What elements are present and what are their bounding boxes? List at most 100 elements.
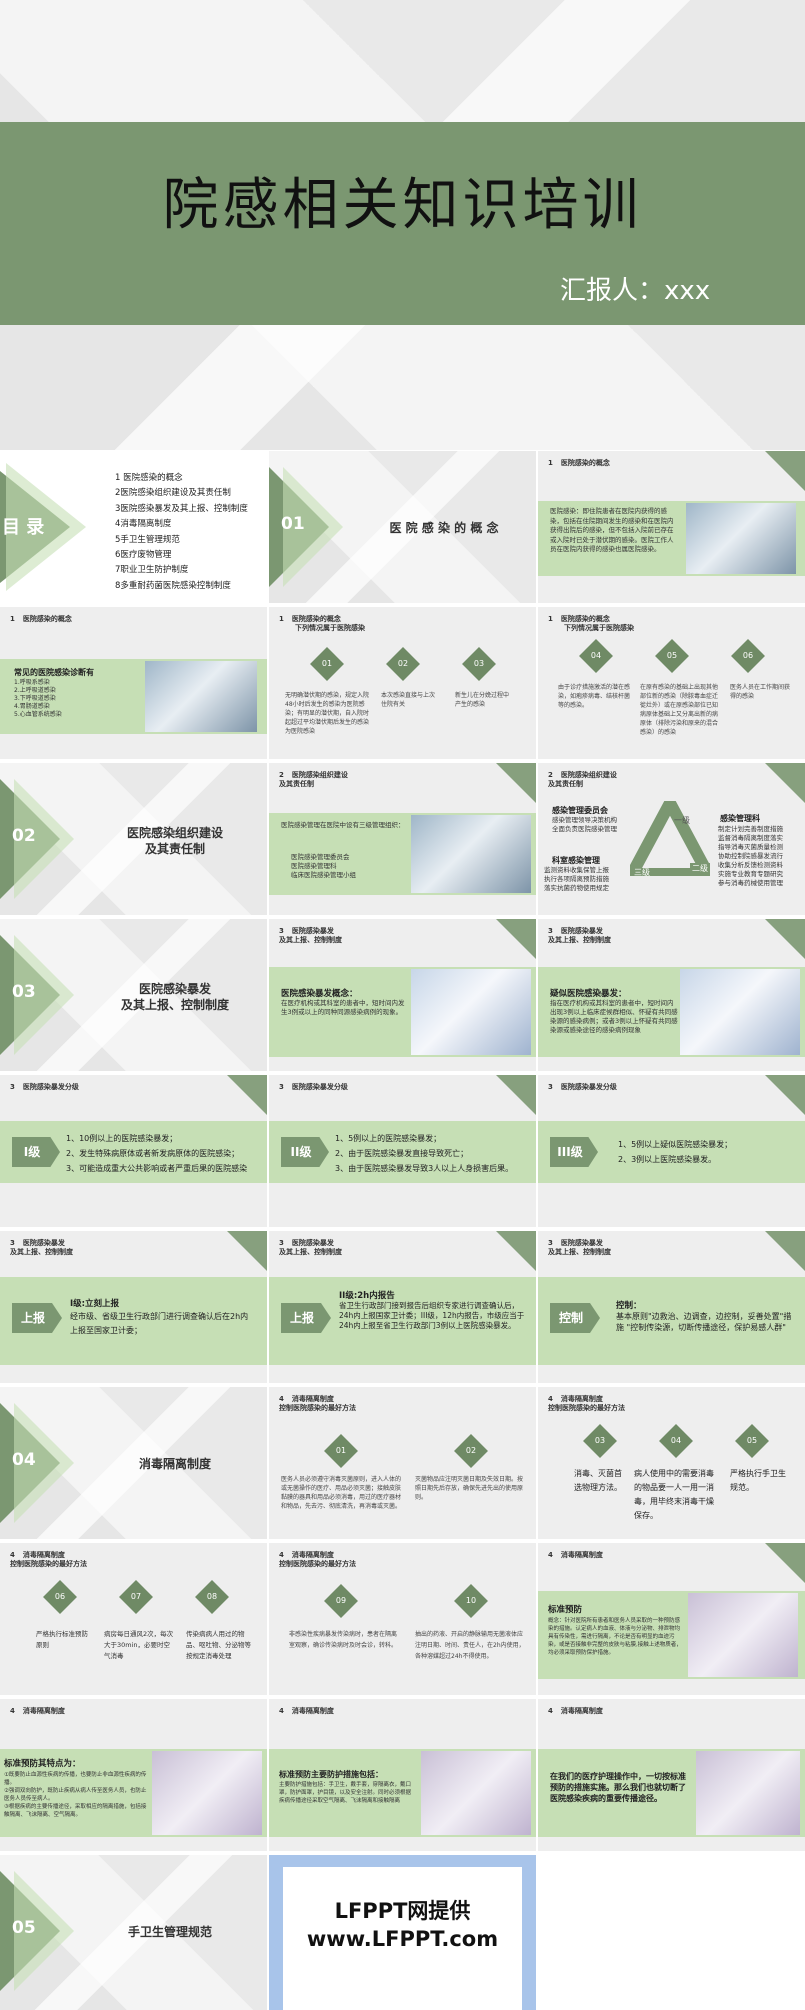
corner-decoration (496, 1075, 536, 1115)
promo-inner (283, 1867, 522, 2010)
level-item: 3、由于医院感染暴发导致3人以上人身损害后果。 (335, 1164, 514, 1173)
level-label: 三级 (634, 868, 650, 877)
toc-item[interactable]: 3医院感染暴发及其上报、控制制度 (115, 503, 248, 514)
isolation-text: 灭菌物品应注明灭菌日期及失效日期。按照日期先后存放，确保先进先出的使用原则。 (415, 1476, 524, 1501)
section-number: 03 (12, 982, 36, 1002)
belong-text: 在原有感染的基础上出现其他部位新的感染（除脓毒血症迁徙灶外）或在原感染部位已知病… (640, 684, 719, 736)
isolation-text: 非感染性疾病暴发传染病时，患者在隔离室观察，确诊传染病时及时会诊，转科。 (289, 1631, 398, 1649)
section-number: 05 (12, 1918, 36, 1938)
level-item: 2、由于医院感染暴发直接导致死亡； (335, 1149, 469, 1158)
std-title: 标准预防其特点为： (4, 1759, 81, 1769)
isolation-text: 传染病病人用过的物品、呕吐物、分泌物等按规定消毒处理 (186, 1630, 251, 1660)
list-item: 2.上呼吸道感染 (14, 687, 56, 694)
toc-item[interactable]: 8多重耐药菌医院感染控制制度 (115, 580, 231, 591)
list-item: 4.胃肠道感染 (14, 703, 50, 710)
section-arrow-light (14, 779, 74, 899)
toc-item[interactable]: 2医院感染组织建设及其责任制 (115, 488, 231, 499)
isolation-text: 抽出的药液、开启的静脉输用无菌液体应注明日期、时间、责任人，在2h内使用，各种溶… (415, 1631, 525, 1660)
report-text: 省卫生行政部门接到报告后组织专家进行调查确认后，24h内上报国家卫计委；III级… (339, 1301, 525, 1330)
corner-decoration (765, 1543, 805, 1583)
protective-suit-photo (152, 1751, 262, 1835)
toc-item[interactable]: 6医疗废物管理 (115, 550, 172, 561)
protective-suit-photo (696, 1751, 800, 1835)
doctor-xray-photo (145, 661, 257, 732)
diamond-number: 06 (742, 651, 754, 660)
report-text: 经市级、省级卫生行政部门进行调查确认后在2h内上报至国家卫计委； (70, 1312, 249, 1335)
common-title: 常见的医院感染诊断有 (14, 668, 94, 677)
section-number: 04 (12, 1450, 36, 1470)
section-arrow-light (283, 467, 343, 587)
corner-decoration (765, 1075, 805, 1115)
toc-slide: 目 录 1 医院感染的概念 2医院感染组织建设及其责任制 3医院感染暴发及其上报… (0, 451, 267, 603)
level-label: 一级 (674, 816, 690, 825)
belong-text: 医务人员在工作期间获得的感染 (730, 684, 791, 700)
isolation-text: 消毒、灭菌首选物理方法。 (574, 1469, 622, 1492)
control-text: 基本原则"边救治、边调查，边控制，妥善处置"措施 "控制传染源，切断传播途径，保… (616, 1312, 792, 1332)
corner-decoration (765, 919, 805, 959)
org-office-text: 制定计划完善制度措施 监督消毒隔离制度落实 指导消毒灭菌质量检测 协助控制院感暴… (718, 825, 783, 887)
level-item: 1、5例以上疑似医院感染暴发； (618, 1140, 733, 1149)
section-title: 医院感染组织建设 及其责任制 (126, 826, 223, 856)
concept-text: 医院感染：即住院患者在医院内获得的感染，包括在住院期间发生的感染和在医院内获得出… (550, 507, 674, 553)
toc-item[interactable]: 7职业卫生防护制度 (115, 565, 189, 576)
cover-band (0, 122, 805, 325)
section-title: 医院感染暴发 及其上报、控制制度 (120, 982, 229, 1012)
std-text: ①既要防止血源性疾病的传播，也要防止非血源性疾病的传播。 ②强调双向防护，既防止… (4, 1772, 147, 1818)
cover-slide: 院感相关知识培训 汇报人：xxx (0, 0, 805, 450)
toc-item[interactable]: 4消毒隔离制度 (115, 519, 172, 530)
toc-item[interactable]: 1 医院感染的概念 (115, 473, 183, 483)
level-label: 二级 (690, 863, 710, 874)
lab-scientist-photo (680, 969, 800, 1055)
level-items: 1、5例以上疑似医院感染暴发； 2、3例以上医院感染暴发。 (618, 1137, 732, 1167)
level-items: 1、10例以上的医院感染暴发； 2、发生特殊病原体或者新发病原体的医院感染； 3… (66, 1131, 247, 1176)
std-text: 概念：针对医院所有患者和医务人员采取的一种预防感染的措施。认定病人的血液、体液与… (548, 1618, 682, 1656)
section-title: 医 院 感 染 的 概 念 (389, 521, 499, 535)
diamond-number: 02 (465, 1446, 477, 1455)
suspect-text: 指在医疗机构或其科室的患者中，短时间内出现3例以上临床症候群相似、怀疑有共同感染… (550, 999, 678, 1034)
diamond-number: 04 (670, 1436, 682, 1445)
list-item: 1.呼吸系感染 (14, 679, 50, 686)
report-badge-label: 上报 (20, 1311, 45, 1325)
section-title: 手卫生管理规范 (127, 1925, 212, 1939)
list-item: 5.心血管系统感染 (14, 711, 62, 718)
section-arrow-light (14, 1403, 74, 1523)
diamond-number: 08 (206, 1592, 218, 1601)
section-02-slide: 02 医院感染组织建设 及其责任制 (0, 763, 267, 915)
std-title: 标准预防 (548, 1605, 583, 1615)
org-office-title: 感染管理科 (720, 814, 760, 823)
section-arrow-light (14, 1871, 74, 1991)
diamond-number: 09 (335, 1596, 347, 1605)
level-item: 2、发生特殊病原体或者新发病原体的医院感染； (66, 1149, 240, 1158)
org-list: 医院感染管理委员会 医院感染管理科 临床医院感染管理小组 (291, 853, 356, 880)
level-triangle (630, 801, 710, 876)
toc-item[interactable]: 5手卫生管理规范 (115, 534, 180, 545)
level-item: 2、3例以上医院感染暴发。 (618, 1155, 717, 1164)
diamond-number: 05 (746, 1436, 758, 1445)
protective-suit-photo (421, 1751, 531, 1835)
diamond-number: 03 (473, 659, 485, 668)
org-dept-text: 监测资料收集保管上报 执行各项隔离预防措施 落实抗菌药物使用规定 (544, 866, 609, 892)
